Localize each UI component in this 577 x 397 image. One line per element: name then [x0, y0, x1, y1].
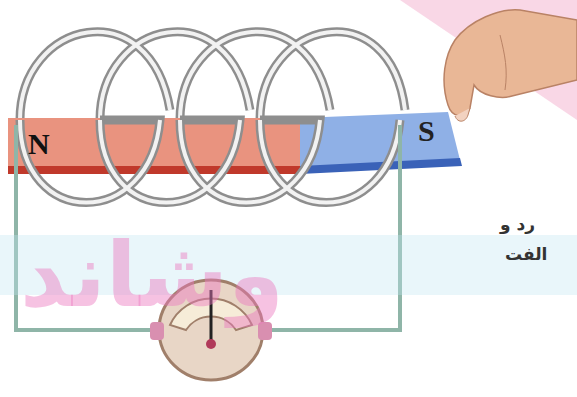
- coil-front: [20, 120, 400, 203]
- hand: [444, 10, 577, 121]
- pole-label: N: [28, 127, 50, 161]
- watermark: وشاند: [20, 222, 284, 327]
- coil-back-highlight: [20, 32, 405, 120]
- magnet-north-edge: [8, 166, 300, 174]
- coil-back: [20, 32, 405, 120]
- cropped-text: الفت: [505, 244, 547, 264]
- lead-wires: [16, 125, 400, 330]
- cropped-text: رد و: [500, 214, 535, 234]
- pole-label: S: [418, 114, 435, 148]
- watermark-shape: [400, 0, 577, 120]
- coil-front-highlight: [20, 120, 400, 203]
